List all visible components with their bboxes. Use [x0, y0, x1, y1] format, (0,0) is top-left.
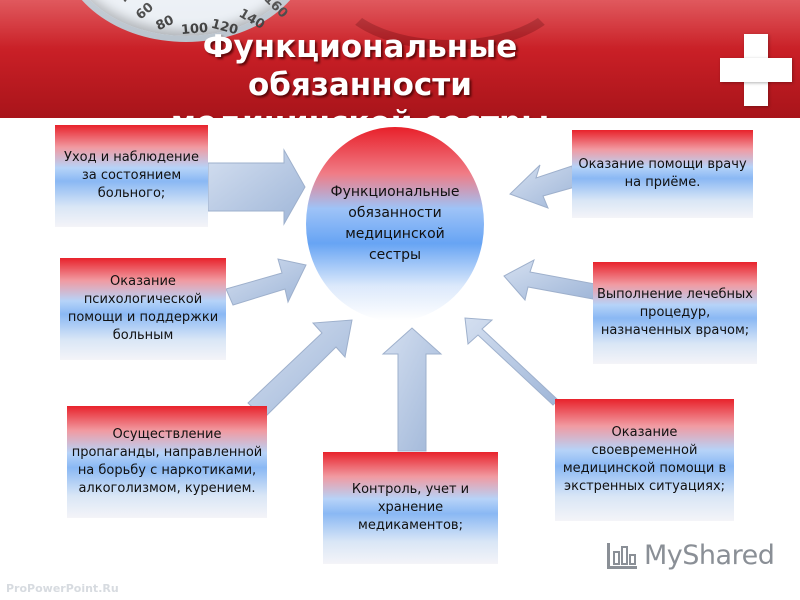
logo-text: MyShared	[644, 539, 775, 571]
duty-box-label: Оказание помощи врачу на приёме.	[578, 157, 747, 190]
title-line-1: Функциональные обязанности	[202, 29, 518, 103]
medical-cross-icon	[720, 34, 792, 106]
duty-box-care: Уход и наблюдение за состоянием больного…	[55, 125, 208, 227]
duty-box-propaganda: Осуществление пропаганды, направленной н…	[67, 406, 267, 518]
chart-logo-icon	[607, 543, 637, 569]
watermark: ProPowerPoint.Ru	[6, 582, 119, 595]
arrow-from-psych-box	[225, 258, 307, 306]
duty-box-label: Оказание своевременной медицинской помощ…	[562, 425, 727, 494]
header-banner: 60 80 100 120 140 160 20 Функциональные …	[0, 0, 800, 118]
duty-box-label: Уход и наблюдение за состоянием больного…	[64, 150, 199, 201]
duty-box-doctor-help: Оказание помощи врачу на приёме.	[572, 130, 753, 218]
arrow-from-medication-box	[381, 327, 443, 452]
stethoscope-tube-image	[330, 0, 570, 50]
duty-box-emergency: Оказание своевременной медицинской помощ…	[555, 399, 734, 521]
page-title: Функциональные обязанности медицинской с…	[120, 28, 600, 118]
duty-box-procedures: Выполнение лечебных процедур, назначенны…	[593, 262, 757, 364]
duty-box-label: Осуществление пропаганды, направленной н…	[71, 427, 263, 496]
myshared-logo: MyShared	[606, 537, 775, 573]
arrow-from-doctor-help-box	[509, 164, 576, 209]
arrow-from-emergency-box	[464, 317, 559, 406]
center-label: Функциональные обязанности медицинской с…	[330, 184, 460, 263]
duty-box-label: Контроль, учет и хранение медикаментов;	[351, 482, 470, 533]
title-line-2: медицинской сестры	[120, 104, 600, 118]
duty-box-medication: Контроль, учет и хранение медикаментов;	[323, 452, 498, 564]
center-circle: Функциональные обязанности медицинской с…	[306, 127, 484, 321]
duty-box-label: Оказание психологической помощи и поддер…	[67, 274, 219, 343]
header-gloss	[0, 0, 800, 48]
duty-box-label: Выполнение лечебных процедур, назначенны…	[597, 287, 753, 338]
arrow-from-propaganda-box	[247, 319, 353, 419]
arrow-from-care-box	[207, 148, 306, 226]
arrow-from-procedures-box	[503, 258, 596, 302]
duty-box-psychological: Оказание психологической помощи и поддер…	[60, 258, 226, 360]
